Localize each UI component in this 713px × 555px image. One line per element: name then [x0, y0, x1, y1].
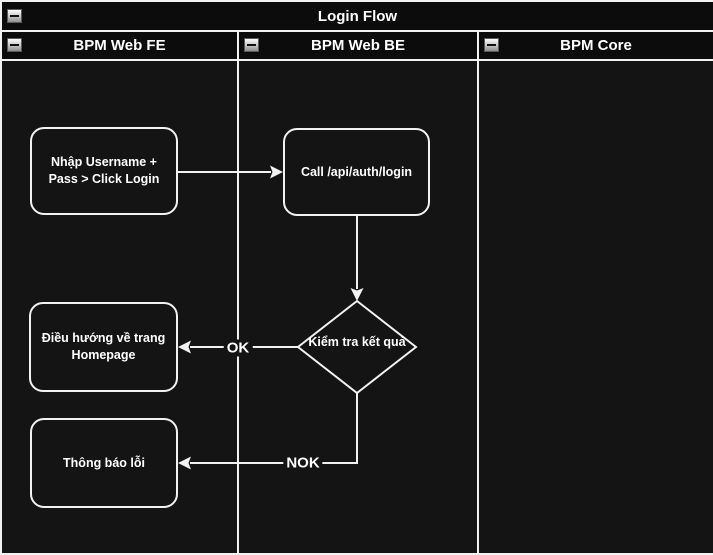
title-separator-line: [0, 30, 713, 32]
node-label: Thông báo lỗi: [63, 455, 145, 470]
lane-header-bpm-web-fe[interactable]: BPM Web FE: [2, 32, 237, 59]
frame-top-border: [0, 0, 713, 2]
lane-header-label: BPM Web BE: [311, 37, 405, 54]
minus-glyph: [10, 15, 19, 17]
minus-glyph: [487, 44, 496, 46]
collapse-lane-core-icon[interactable]: [484, 38, 499, 52]
frame-bottom-border: [0, 553, 713, 555]
frame-left-border: [0, 0, 2, 555]
node-label: Điều hướng về trang Homepage: [41, 331, 166, 362]
edge-call-to-check[interactable]: [350, 216, 364, 301]
collapse-pool-icon[interactable]: [7, 9, 22, 23]
minus-glyph: [247, 44, 256, 46]
minus-glyph: [10, 44, 19, 46]
lane-header-label: BPM Core: [560, 37, 632, 54]
collapse-lane-be-icon[interactable]: [244, 38, 259, 52]
edge-label-ok[interactable]: OK: [223, 339, 253, 357]
node-enter-credentials[interactable]: Nhập Username + Pass > Click Login: [30, 127, 178, 215]
edge-label-nok[interactable]: NOK: [283, 454, 323, 472]
lane-header-bpm-core[interactable]: BPM Core: [479, 32, 713, 59]
lane-header-label: BPM Web FE: [73, 37, 166, 54]
node-label: Nhập Username + Pass > Click Login: [48, 155, 160, 186]
node-label: Call /api/auth/login: [300, 164, 413, 179]
lane-divider-be-core: [477, 32, 479, 553]
header-separator-line: [0, 59, 713, 61]
collapse-lane-fe-icon[interactable]: [7, 38, 22, 52]
edge-check-nok-to-error[interactable]: [178, 393, 358, 470]
edge-enter-to-call[interactable]: [178, 165, 283, 179]
pool-title: Login Flow: [317, 7, 398, 25]
node-check-result-label[interactable]: Kiểm tra kết quả: [308, 335, 406, 349]
pool-title-bar[interactable]: Login Flow: [2, 2, 713, 30]
node-error-message[interactable]: Thông báo lỗi: [30, 418, 178, 508]
lane-header-bpm-web-be[interactable]: BPM Web BE: [239, 32, 477, 59]
node-call-login-api[interactable]: Call /api/auth/login: [283, 128, 430, 216]
lane-divider-fe-be: [237, 32, 239, 553]
node-redirect-homepage[interactable]: Điều hướng về trang Homepage: [29, 302, 178, 392]
